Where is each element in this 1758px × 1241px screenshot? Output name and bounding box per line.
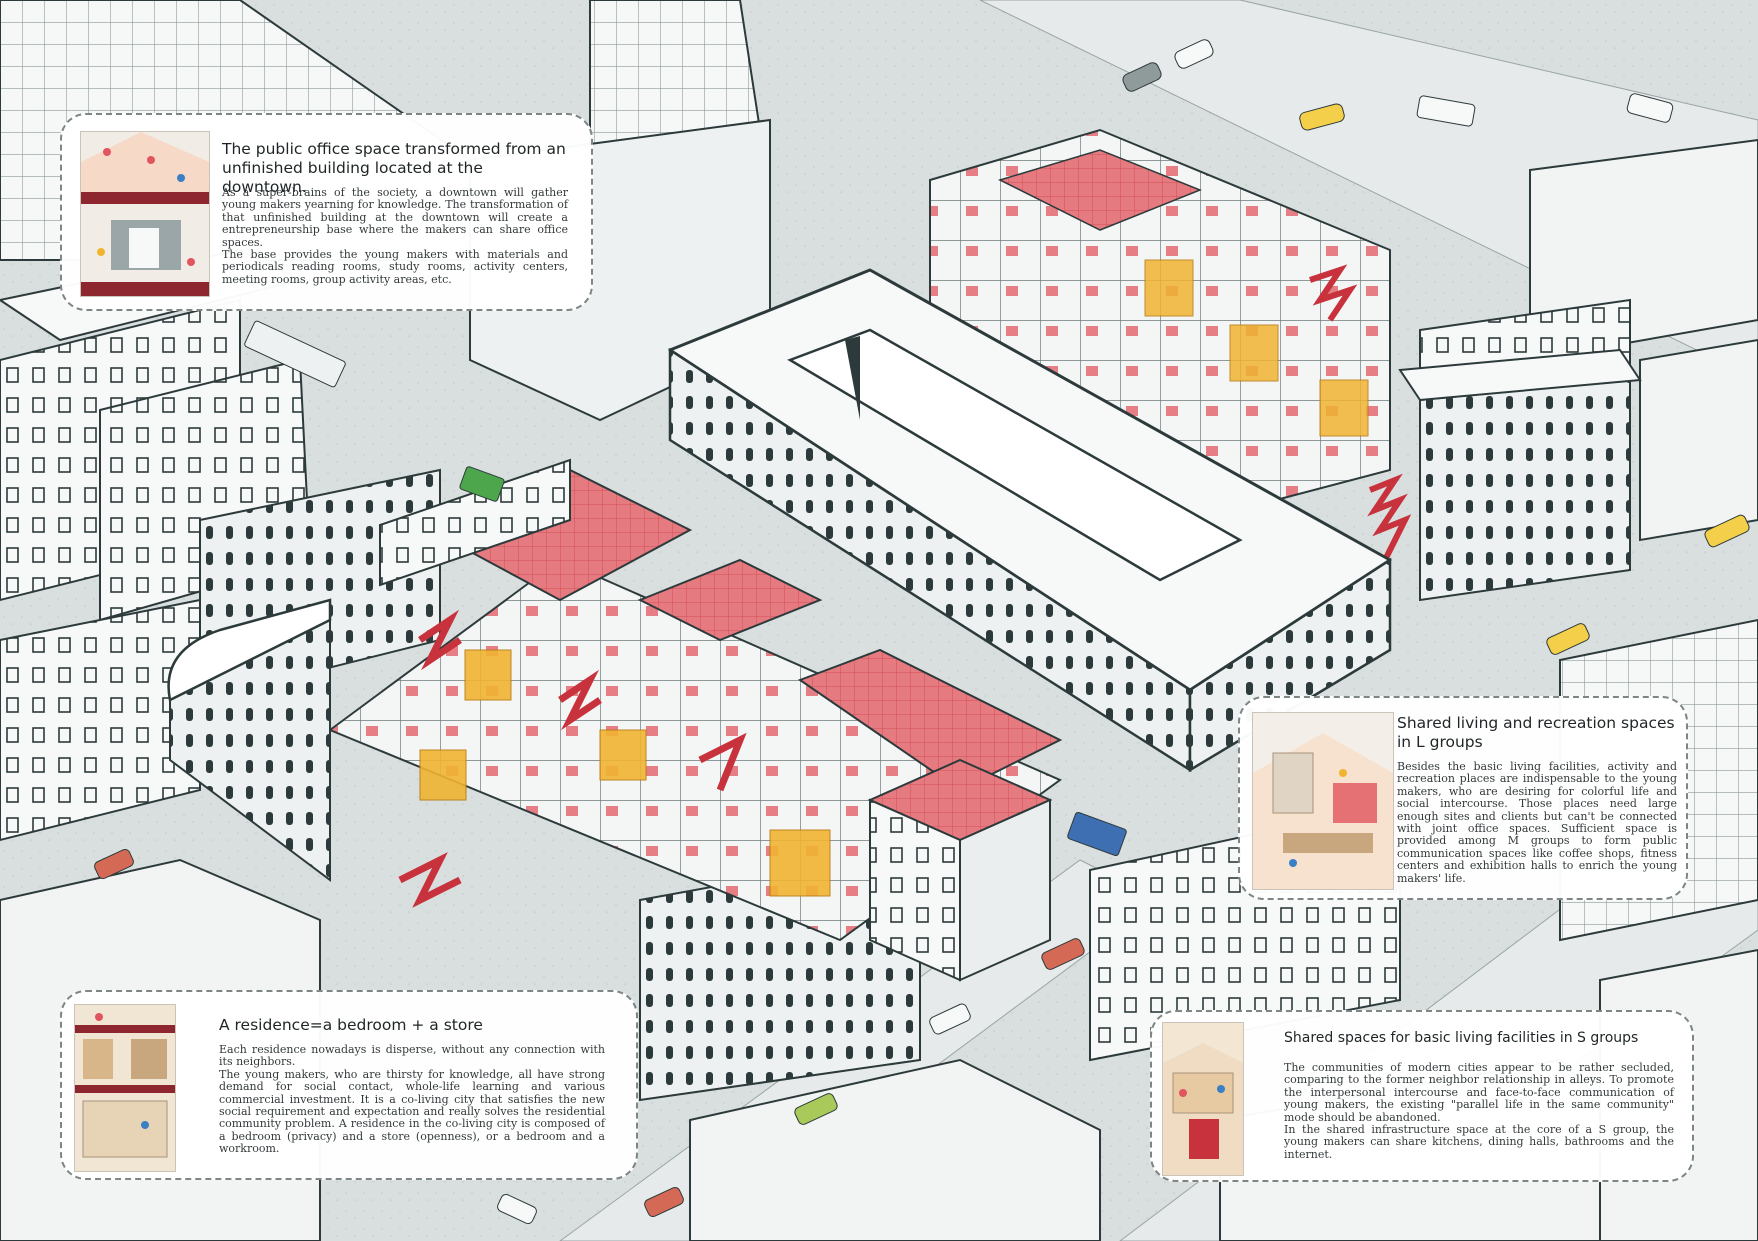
- vehicles: [94, 39, 1750, 1225]
- callout-residence-title: A residence=a bedroom + a store: [219, 1016, 483, 1034]
- classical-building: [1398, 348, 1642, 602]
- callout-residence-paragraph: The young makers, who are thirsty for kn…: [219, 1067, 605, 1156]
- callout-basic-title: Shared spaces for basic living facilitie…: [1284, 1030, 1639, 1046]
- callout-residence-body: Each residence nowadays is disperse, wit…: [219, 1043, 605, 1156]
- office-thumbnail: [80, 131, 210, 297]
- residence-thumbnail: [74, 1004, 176, 1172]
- callout-office-paragraph: The base provides the young makers with …: [222, 248, 568, 286]
- callout-residence: A residence=a bedroom + a store Each res…: [60, 990, 638, 1180]
- callout-living-paragraph: Besides the basic living facilities, act…: [1397, 760, 1677, 885]
- callout-living-title: Shared living and recreation spaces in L…: [1397, 714, 1675, 751]
- callout-office-body: As a super-brains of the society, a down…: [222, 186, 568, 286]
- callout-living: Shared living and recreation spaces in L…: [1238, 696, 1688, 900]
- callout-basic-paragraph: In the shared infrastructure space at th…: [1284, 1123, 1674, 1161]
- callout-office: The public office space transformed from…: [60, 113, 593, 311]
- callout-basic: Shared spaces for basic living facilitie…: [1150, 1010, 1694, 1182]
- callout-living-body: Besides the basic living facilities, act…: [1397, 760, 1677, 885]
- basic-thumbnail: [1162, 1022, 1244, 1176]
- callout-basic-body: The communities of modern cities appear …: [1284, 1061, 1674, 1161]
- callout-office-title: The public office space transformed from…: [222, 140, 566, 196]
- living-thumbnail: [1252, 712, 1394, 890]
- callout-residence-paragraph: Each residence nowadays is disperse, wit…: [219, 1043, 605, 1069]
- callout-basic-paragraph: The communities of modern cities appear …: [1284, 1061, 1674, 1124]
- front-tall-block: [867, 758, 1053, 982]
- callout-office-paragraph: As a super-brains of the society, a down…: [222, 186, 568, 249]
